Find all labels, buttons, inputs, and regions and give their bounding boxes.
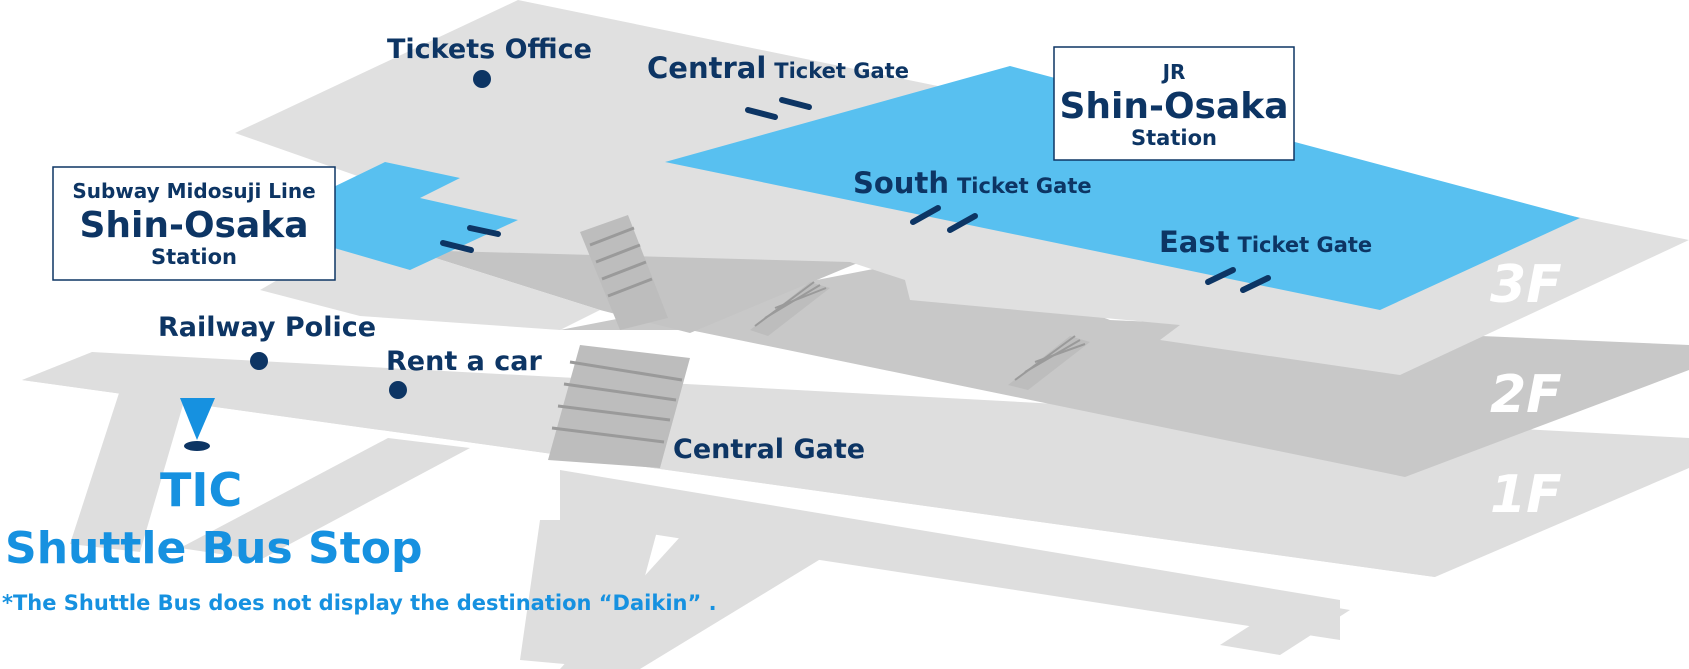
east-gate-suffix: Ticket Gate: [1238, 233, 1373, 257]
gate-mark-central-1: [745, 107, 778, 120]
gate-mark-central-2: [779, 97, 812, 110]
central-gate-name: Central: [647, 51, 766, 85]
tic-subtitle: Shuttle Bus Stop: [5, 523, 422, 574]
floor-label-1f: 1F: [1490, 465, 1562, 525]
floor-label-2f: 2F: [1490, 365, 1562, 425]
dot-icon: [473, 70, 491, 88]
gate-mark-east-2: [1240, 275, 1271, 293]
gate-mark-east-1: [1205, 267, 1236, 285]
label-central-gate: Central Gate: [673, 434, 865, 465]
jr-line-label: JR: [1161, 60, 1186, 84]
floor-label-3f: 3F: [1490, 255, 1562, 315]
tic-title: TIC: [160, 463, 242, 517]
subway-station-name: Shin-Osaka: [79, 205, 308, 246]
east-gate-name: East: [1159, 225, 1230, 259]
gate-mark-subway-2: [467, 225, 501, 237]
south-gate-name: South: [853, 166, 949, 200]
gate-marks: [440, 97, 1271, 293]
gate-mark-subway-1: [440, 240, 474, 253]
label-railway-police: Railway Police: [158, 312, 376, 343]
label-tickets-office: Tickets Office: [387, 34, 592, 65]
label-rent-a-car: Rent a car: [386, 346, 542, 377]
subway-line-label: Subway Midosuji Line: [72, 179, 315, 203]
dot-icon: [250, 352, 268, 370]
subway-station-box: Subway Midosuji Line Shin-Osaka Station: [52, 166, 336, 281]
south-gate-suffix: Ticket Gate: [957, 174, 1092, 198]
tic-note: *The Shuttle Bus does not display the de…: [2, 591, 717, 615]
jr-station-box: JR Shin-Osaka Station: [1053, 46, 1295, 161]
dot-icon: [389, 381, 407, 399]
gate-mark-south-2: [947, 213, 978, 233]
label-east-ticket-gate: East Ticket Gate: [1159, 225, 1372, 259]
label-south-ticket-gate: South Ticket Gate: [853, 166, 1092, 200]
floor-1f: [22, 352, 1689, 669]
stairs: [548, 215, 1090, 468]
jr-station-name: Shin-Osaka: [1059, 86, 1288, 127]
label-central-ticket-gate: Central Ticket Gate: [647, 51, 909, 85]
jr-station-suffix: Station: [1131, 126, 1217, 150]
gate-mark-south-1: [910, 205, 941, 225]
jr-area: [665, 66, 1580, 310]
map-pin-icon: [180, 398, 215, 451]
central-gate-suffix: Ticket Gate: [774, 59, 909, 83]
subway-station-suffix: Station: [151, 245, 237, 269]
